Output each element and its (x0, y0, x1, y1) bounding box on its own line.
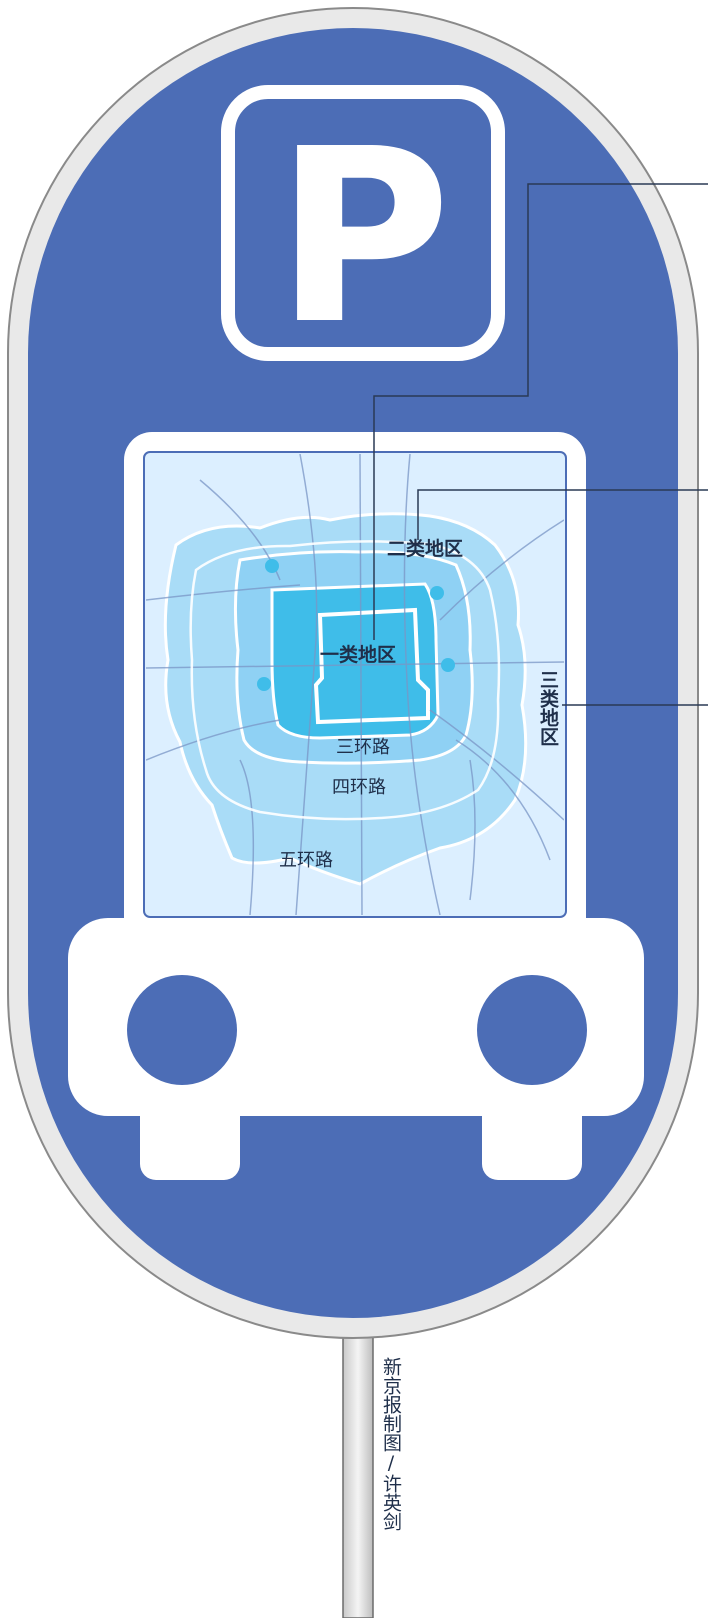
map-dot (257, 677, 271, 691)
leader-line-zone1 (373, 183, 708, 640)
zone1-area (270, 582, 440, 740)
road-network (146, 454, 564, 915)
sign-pole (342, 1319, 374, 1619)
leader-line-zone2 (417, 489, 708, 540)
map-dot (265, 559, 279, 573)
zone1-label: 一类地区 (320, 644, 397, 666)
fifth-ring-road (189, 540, 501, 821)
zone3-label: 三类地区 (537, 670, 559, 746)
parking-symbol: P (275, 97, 451, 377)
leader-lines (373, 183, 708, 706)
fifth-ring-label: 五环路 (279, 850, 333, 871)
vehicle-leg-right (482, 1090, 582, 1180)
third-ring-label: 三环路 (336, 737, 390, 758)
second-ring (313, 607, 430, 725)
credit-text: 新京报制图/许英剑 (380, 1357, 402, 1531)
headlight-left (127, 975, 237, 1085)
zone2-label: 二类地区 (387, 538, 464, 560)
parking-symbol-box (221, 85, 505, 361)
headlight-right (477, 975, 587, 1085)
map-dot (441, 658, 455, 672)
map-dot (430, 586, 444, 600)
fourth-ring-label: 四环路 (332, 777, 386, 798)
vehicle-leg-left (140, 1090, 240, 1180)
